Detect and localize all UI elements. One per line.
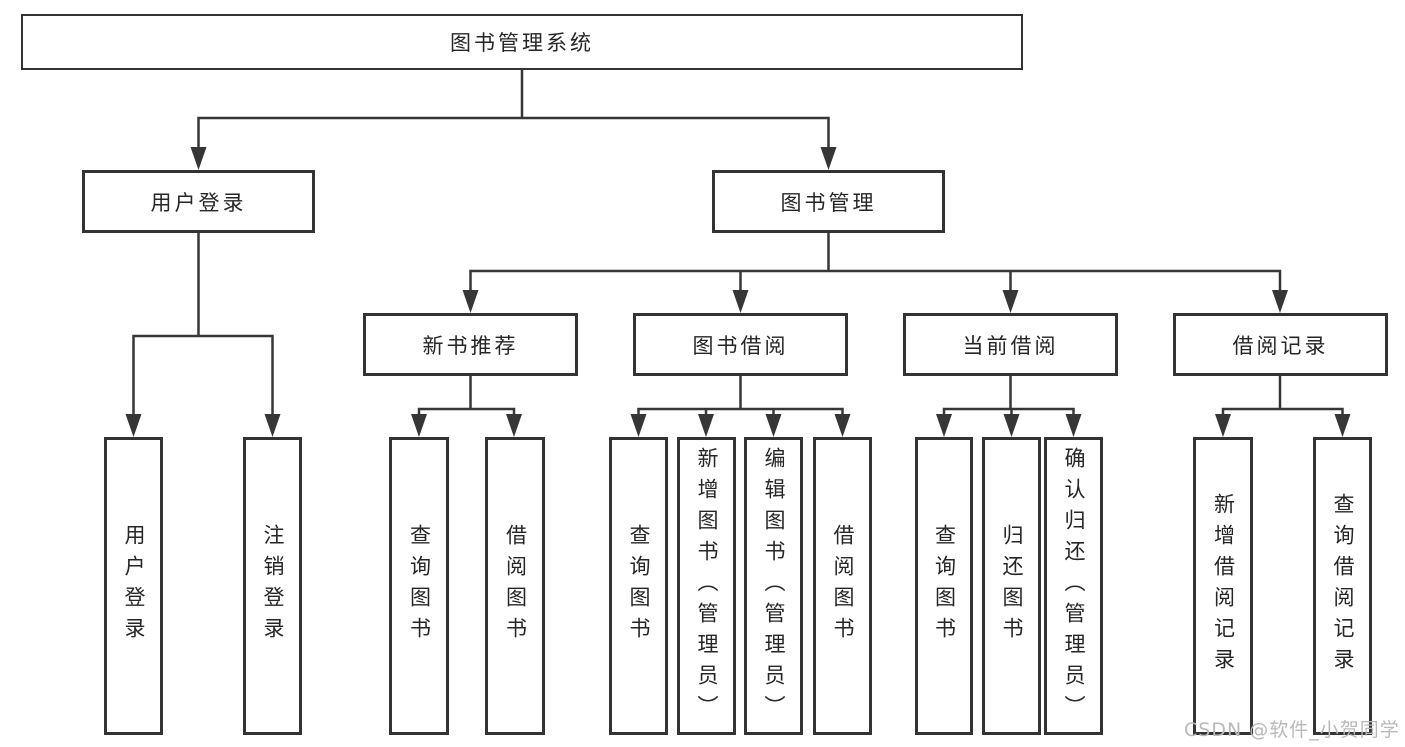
node-query-books-current: 查询图书 [915, 437, 973, 735]
connector-level2-rail [197, 116, 830, 152]
node-book-management: 图书管理 [712, 170, 945, 233]
node-current-borrowing: 当前借阅 [903, 313, 1118, 376]
node-borrow-books-recommend: 借阅图书 [485, 437, 545, 735]
node-label: 编辑图书（管理员） [762, 446, 786, 726]
arrowhead-icon [1215, 414, 1231, 437]
arrowhead-icon [765, 414, 782, 437]
node-do-user-login: 用户登录 [104, 437, 163, 735]
node-edit-books-admin: 编辑图书（管理员） [744, 437, 803, 735]
connector-level3-rail [469, 269, 1282, 296]
node-label: 图书管理 [780, 190, 877, 215]
connector-newbook-rail [417, 407, 516, 424]
csdn-watermark: CSDN @软件_小贺同学 [1184, 719, 1400, 741]
node-new-book-recommend: 新书推荐 [363, 313, 578, 376]
node-label: 查询借阅记录 [1331, 493, 1355, 679]
node-label: 借阅图书 [831, 524, 855, 648]
arrowhead-icon [1002, 290, 1019, 313]
arrowhead-icon [125, 414, 142, 437]
node-label: 查询图书 [627, 524, 651, 648]
connector-records-rail [1221, 407, 1344, 424]
node-label: 新增图书（管理员） [695, 446, 719, 726]
node-label: 用户登录 [122, 524, 146, 648]
arrowhead-icon [264, 414, 281, 437]
node-label: 归还图书 [1000, 524, 1024, 648]
node-label: 查询图书 [407, 524, 432, 648]
node-label: 查询图书 [932, 524, 957, 648]
node-add-borrow-record: 新增借阅记录 [1193, 437, 1253, 735]
node-book-borrowing: 图书借阅 [633, 313, 848, 376]
node-label: 确认归还（管理员） [1062, 446, 1086, 726]
arrowhead-icon [462, 290, 479, 313]
node-query-books-recommend: 查询图书 [389, 437, 449, 735]
arrowhead-icon [1003, 414, 1020, 437]
node-label: 新增借阅记录 [1211, 493, 1236, 679]
node-label: 新书推荐 [422, 333, 519, 358]
node-label: 当前借阅 [962, 333, 1059, 358]
arrowhead-icon [732, 290, 749, 313]
arrowhead-icon [820, 147, 837, 170]
arrowhead-icon [630, 414, 647, 437]
node-label: 借阅图书 [503, 524, 528, 648]
node-return-books: 归还图书 [982, 437, 1041, 735]
node-label: 借阅记录 [1232, 333, 1329, 358]
arrowhead-icon [506, 414, 522, 437]
node-add-books-admin: 新增图书（管理员） [677, 437, 736, 735]
arrowhead-icon [1272, 290, 1288, 313]
connector-borrowing-rail [637, 407, 844, 424]
node-query-borrow-record: 查询借阅记录 [1313, 437, 1372, 735]
node-query-books-borrowing: 查询图书 [609, 437, 668, 735]
node-label: 图书管理系统 [450, 31, 594, 55]
node-logout-login: 注销登录 [243, 437, 302, 735]
connector-userlogin-rail [132, 334, 274, 420]
arrowhead-icon [1334, 414, 1351, 437]
node-label: 图书借阅 [692, 333, 789, 358]
node-system-root: 图书管理系统 [21, 14, 1023, 70]
node-user-login: 用户登录 [82, 170, 315, 233]
arrowhead-icon [936, 414, 952, 437]
arrowhead-icon [1065, 414, 1082, 437]
arrowhead-icon [190, 147, 207, 170]
node-label: 注销登录 [261, 524, 285, 648]
arrowhead-icon [834, 414, 851, 437]
arrowhead-icon [698, 414, 714, 437]
node-borrowing-records: 借阅记录 [1173, 313, 1388, 376]
node-confirm-return-admin: 确认归还（管理员） [1044, 437, 1103, 735]
node-label: 用户登录 [150, 190, 247, 215]
arrowhead-icon [411, 414, 427, 437]
node-borrow-books-borrowing: 借阅图书 [813, 437, 872, 735]
